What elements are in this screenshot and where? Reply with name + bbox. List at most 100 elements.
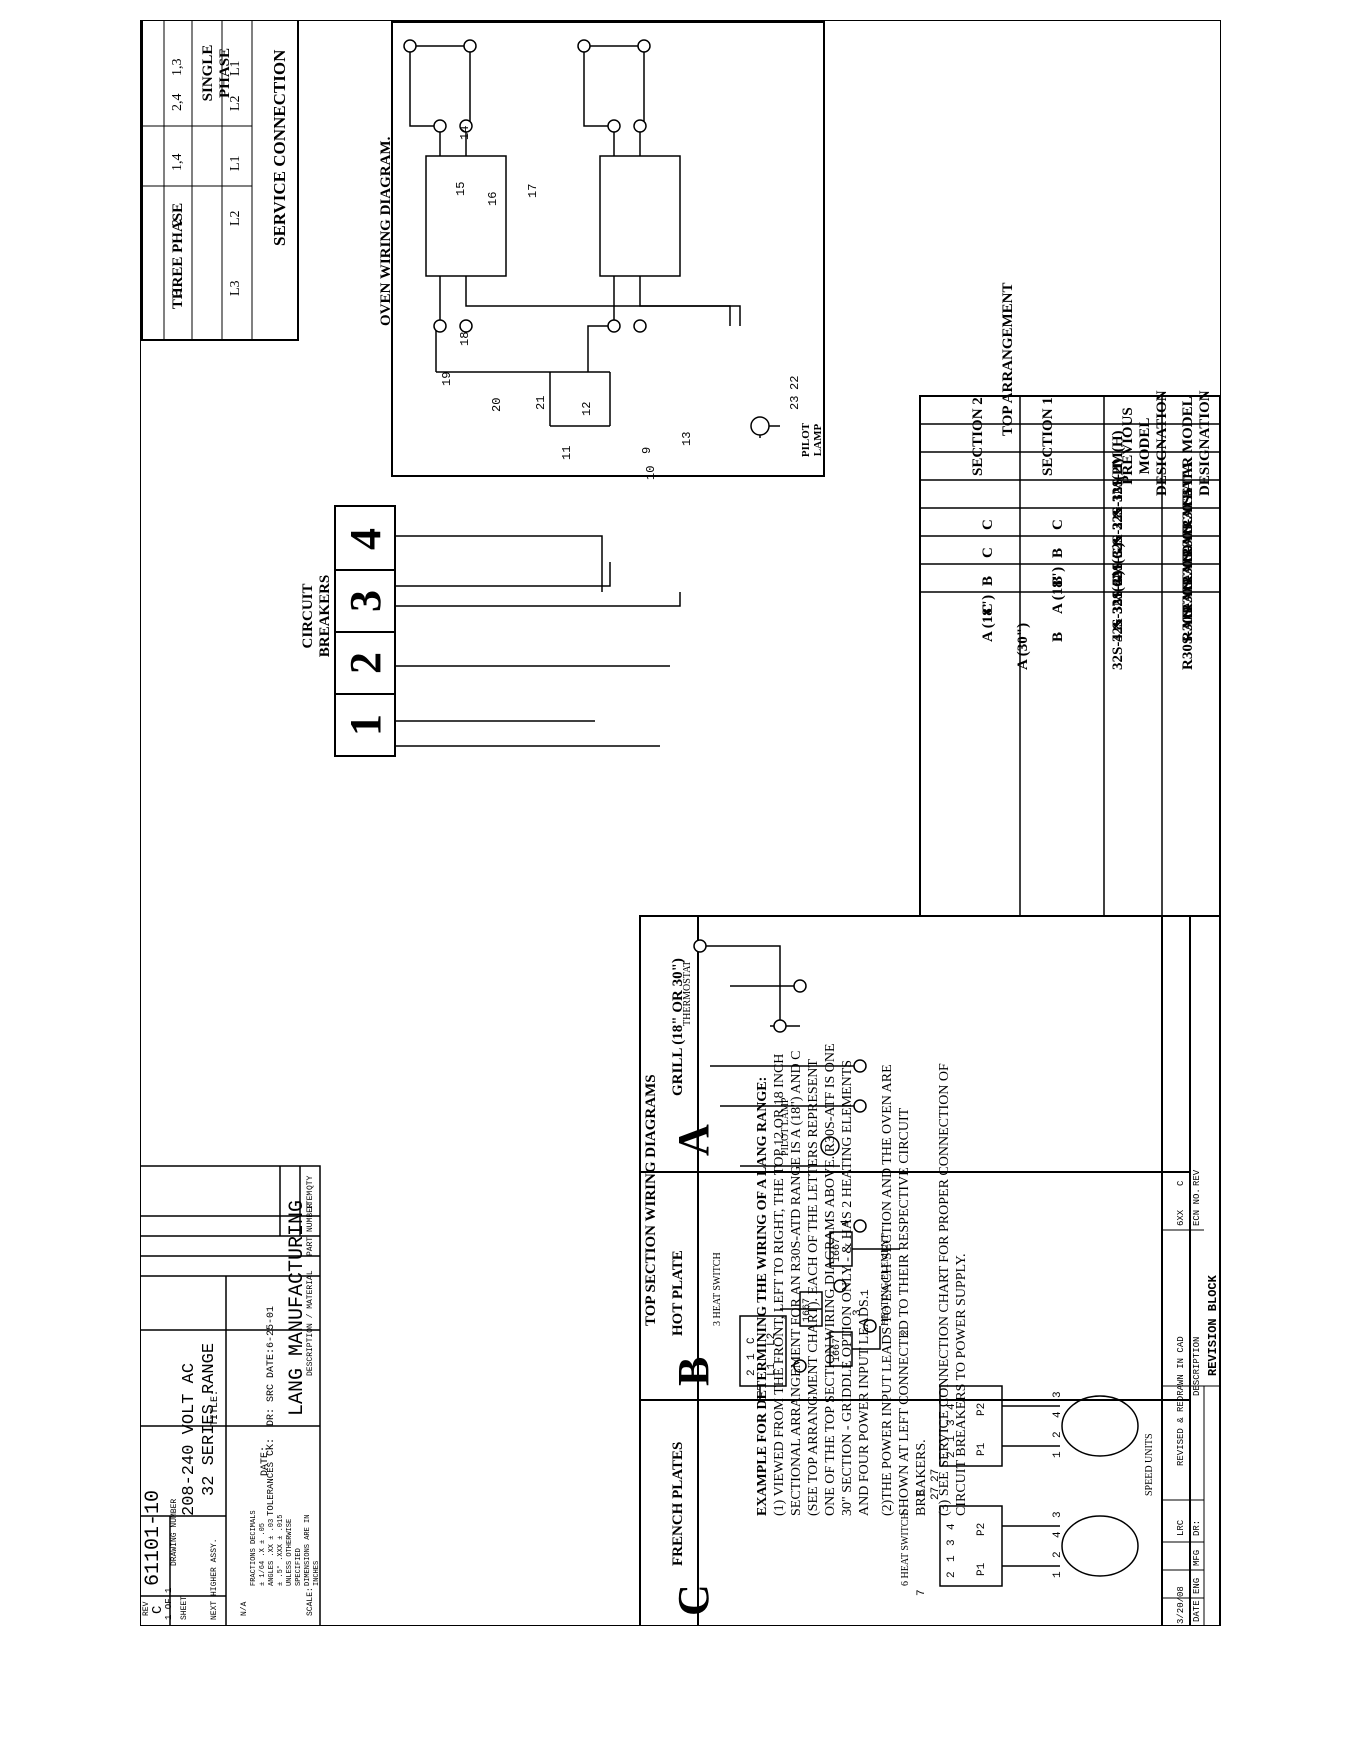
tb-next-higher: NEXT HIGHER ASSY. bbox=[210, 1538, 219, 1620]
hotplate-label: HOT PLATE bbox=[670, 1250, 686, 1336]
grill-thermostat: THERMOSTAT bbox=[682, 960, 693, 1026]
rev-hdr: REV bbox=[1192, 1169, 1202, 1186]
model-s2: C bbox=[980, 519, 996, 530]
model-s1: B bbox=[1050, 547, 1066, 558]
breakers-label: CIRCUIT BREAKERS bbox=[300, 574, 333, 658]
tol-line: ± .5° .XXX ± .015 bbox=[277, 1514, 285, 1586]
three-phase-label: THREE PHASE bbox=[170, 202, 186, 310]
french-coil: 2 bbox=[1052, 1551, 1064, 1558]
rev-cell: REVISED & REDRAWN IN CAD bbox=[1176, 1336, 1186, 1466]
rotated-drawing: OVEN WIRING DIAGRAM. PILOT LAMP 14 15 16… bbox=[140, 20, 1221, 1626]
tb-title-1: 32 SERIES RANGE bbox=[200, 1342, 219, 1496]
french-terminal: 3 bbox=[946, 1539, 958, 1546]
tol-line: ± 1/64 .X ± .05 bbox=[259, 1522, 267, 1586]
rev-hdr: ENG bbox=[1192, 1577, 1202, 1594]
tb-rev: C bbox=[150, 1605, 166, 1614]
french-p-terminal: P2 bbox=[976, 1522, 988, 1536]
breaker-4: 4 bbox=[341, 528, 390, 550]
tb-sheet-label: SHEET bbox=[180, 1595, 189, 1620]
model-prev: 32S-4 & 32S-4M bbox=[1110, 564, 1126, 670]
rev-cell: 6XX bbox=[1176, 1209, 1186, 1226]
model-s2: C bbox=[980, 547, 996, 558]
example-p1: (1) VIEWED FROM THE FRONT, LEFT TO RIGHT… bbox=[772, 1043, 872, 1516]
tol-line: UNLESS OTHERWISE SPECIFIED bbox=[286, 1518, 303, 1586]
service-row-breakers: 2 bbox=[170, 219, 185, 226]
french-coil: 3 bbox=[1052, 1511, 1064, 1518]
title-block-frame bbox=[140, 1165, 321, 1626]
oven-pilot-lamp-label: PILOT LAMP bbox=[800, 422, 824, 458]
example-p2: (2)THE POWER INPUT LEADS TO EACH SECTION… bbox=[880, 1064, 929, 1516]
tb-company: LANG MANUFACTURING bbox=[286, 1199, 309, 1416]
tol-line: DIMENSIONS ARE IN INCHES bbox=[304, 1514, 321, 1586]
wiring-diagram-canvas bbox=[140, 20, 1221, 1626]
oven-switch-left bbox=[599, 155, 681, 277]
service-row-line: L1 bbox=[228, 60, 243, 76]
french-switch-label: 6 HEAT SWITCH bbox=[900, 1512, 911, 1586]
wire-num: 18 bbox=[458, 331, 472, 346]
wire-num: 9 bbox=[640, 446, 654, 454]
french-coil: 2 bbox=[1052, 1431, 1064, 1438]
model-s1: A (18") bbox=[1050, 566, 1066, 614]
wire-num: 23 bbox=[788, 395, 802, 410]
header-section-1: SECTION 1 bbox=[1040, 397, 1056, 476]
tb-sheet: 1 OF 1 bbox=[164, 1587, 174, 1620]
breaker-1: 1 bbox=[341, 714, 390, 736]
wire-num: 10 bbox=[644, 465, 658, 480]
rev-cell: 3/20/08 bbox=[1176, 1586, 1186, 1624]
grill-letter: A bbox=[669, 1124, 718, 1156]
wire-num: 15 bbox=[454, 181, 468, 196]
french-p-terminal: P1 bbox=[976, 1562, 988, 1576]
model-star: R30S-ATF bbox=[1180, 601, 1196, 670]
service-box bbox=[141, 20, 299, 341]
tb-scale: SCALE: bbox=[306, 1587, 315, 1616]
tb-dr: DR: SRC DATE:6-25-01 bbox=[266, 1305, 277, 1426]
french-p-terminal: P2 bbox=[976, 1402, 988, 1416]
model-table-frame bbox=[919, 395, 1221, 917]
wire-num: 19 bbox=[440, 371, 454, 386]
header-previous-model: PREVIOUS MODEL DESIGNATION bbox=[1120, 390, 1170, 496]
wire-num: 17 bbox=[526, 183, 540, 198]
tb-tol-lines: FRACTIONS DECIMALS ± 1/64 .X ± .05 ANGLE… bbox=[250, 1506, 322, 1586]
service-row-line: L2 bbox=[228, 95, 243, 111]
top-section-title: TOP SECTION WIRING DIAGRAMS bbox=[643, 1074, 659, 1326]
service-title: SERVICE CONNECTION bbox=[270, 49, 289, 246]
service-row-breakers: 3 bbox=[170, 289, 185, 296]
french-terminal: 2 bbox=[946, 1571, 958, 1578]
breaker-3: 3 bbox=[341, 590, 390, 612]
service-row-line: L3 bbox=[228, 280, 243, 296]
breaker-2: 2 bbox=[341, 652, 390, 674]
wire-num: 11 bbox=[560, 445, 574, 460]
top-section-box bbox=[639, 915, 1221, 1626]
oven-switch-right bbox=[425, 155, 507, 277]
rev-hdr: ECN NO. bbox=[1192, 1188, 1202, 1226]
french-coil: 1 bbox=[1052, 1571, 1064, 1578]
service-row-breakers: 2,4 bbox=[170, 93, 185, 112]
tol-line: ANGLES .XX ± .03 bbox=[268, 1518, 276, 1586]
french-coil: 4 bbox=[1052, 1411, 1064, 1418]
hotplate-switch-label: 3 HEAT SWITCH bbox=[712, 1252, 723, 1326]
tol-line: FRACTIONS DECIMALS bbox=[250, 1510, 258, 1586]
model-s1: B bbox=[1050, 631, 1066, 642]
service-row-line: L1 bbox=[228, 155, 243, 171]
wire-num: 21 bbox=[534, 395, 548, 410]
header-top-arrangement: TOP ARRANGEMENT bbox=[1000, 282, 1016, 437]
wire-num: 14 bbox=[458, 125, 472, 140]
wire-num: 16 bbox=[486, 191, 500, 206]
french-speed-units: SPEED UNITS bbox=[1144, 1433, 1155, 1496]
french-terminal: 1 bbox=[946, 1555, 958, 1562]
rev-cell: LRC bbox=[1176, 1519, 1186, 1536]
french-label: FRENCH PLATES bbox=[670, 1441, 686, 1566]
example-title: EXAMPLE FOR DETERMINING THE WIRING OF A … bbox=[755, 1076, 770, 1516]
example-p3: (3) SEE SERVICE CONNECTION CHART FOR PRO… bbox=[937, 1063, 969, 1516]
tb-drawing-number-label: DRAWING NUMBER bbox=[170, 1498, 179, 1566]
revision-title: REVISION BLOCK bbox=[1206, 1275, 1220, 1376]
french-p-terminal: P1 bbox=[976, 1442, 988, 1456]
wire-num: 12 bbox=[580, 401, 594, 416]
rev-hdr: DATE bbox=[1192, 1600, 1202, 1622]
french-coil: 4 bbox=[1052, 1531, 1064, 1538]
model-s1: C bbox=[1050, 519, 1066, 530]
french-wire: 7 bbox=[916, 1589, 928, 1596]
tb-title-2: 208-240 VOLT AC bbox=[180, 1362, 199, 1516]
french-coil: 1 bbox=[1052, 1451, 1064, 1458]
